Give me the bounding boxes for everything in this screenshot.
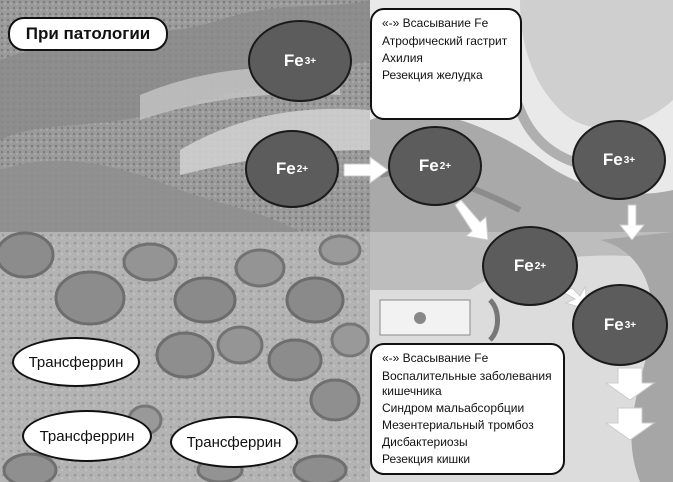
stomach-info-item: Атрофический гастрит xyxy=(382,34,510,49)
stomach-info-item: Резекция желудка xyxy=(382,68,510,83)
intestine-info-item: Мезентериальный тромбоз xyxy=(382,418,553,433)
intestine-info-heading: «-» Всасывание Fe xyxy=(382,351,553,366)
fe2-circle-mid: Fe2+ xyxy=(245,130,339,208)
intestine-info-item: Дисбактериозы xyxy=(382,435,553,450)
fe3-circle-intestine: Fe3+ xyxy=(572,284,668,366)
fe3-circle-top: Fe3+ xyxy=(248,20,352,102)
transferrin-oval: Трансферрин xyxy=(170,416,298,468)
transferrin-oval: Трансферрин xyxy=(22,410,152,462)
title-label: При патологии xyxy=(8,17,168,51)
fe2-circle-stomach: Fe2+ xyxy=(388,126,482,206)
fe2-circle-intestine: Fe2+ xyxy=(482,226,578,306)
stomach-info-box: «-» Всасывание Fe Атрофический гастрит А… xyxy=(370,8,522,120)
stomach-info-heading: «-» Всасывание Fe xyxy=(382,16,510,31)
intestine-info-item: Воспалительные заболевания кишечника xyxy=(382,369,553,399)
transferrin-oval: Трансферрин xyxy=(12,337,140,387)
stomach-info-item: Ахилия xyxy=(382,51,510,66)
fe3-circle-stomach: Fe3+ xyxy=(572,120,666,200)
intestine-info-item: Синдром мальабсорбции xyxy=(382,401,553,416)
intestine-info-box: «-» Всасывание Fe Воспалительные заболев… xyxy=(370,343,565,475)
intestine-info-item: Резекция кишки xyxy=(382,452,553,467)
